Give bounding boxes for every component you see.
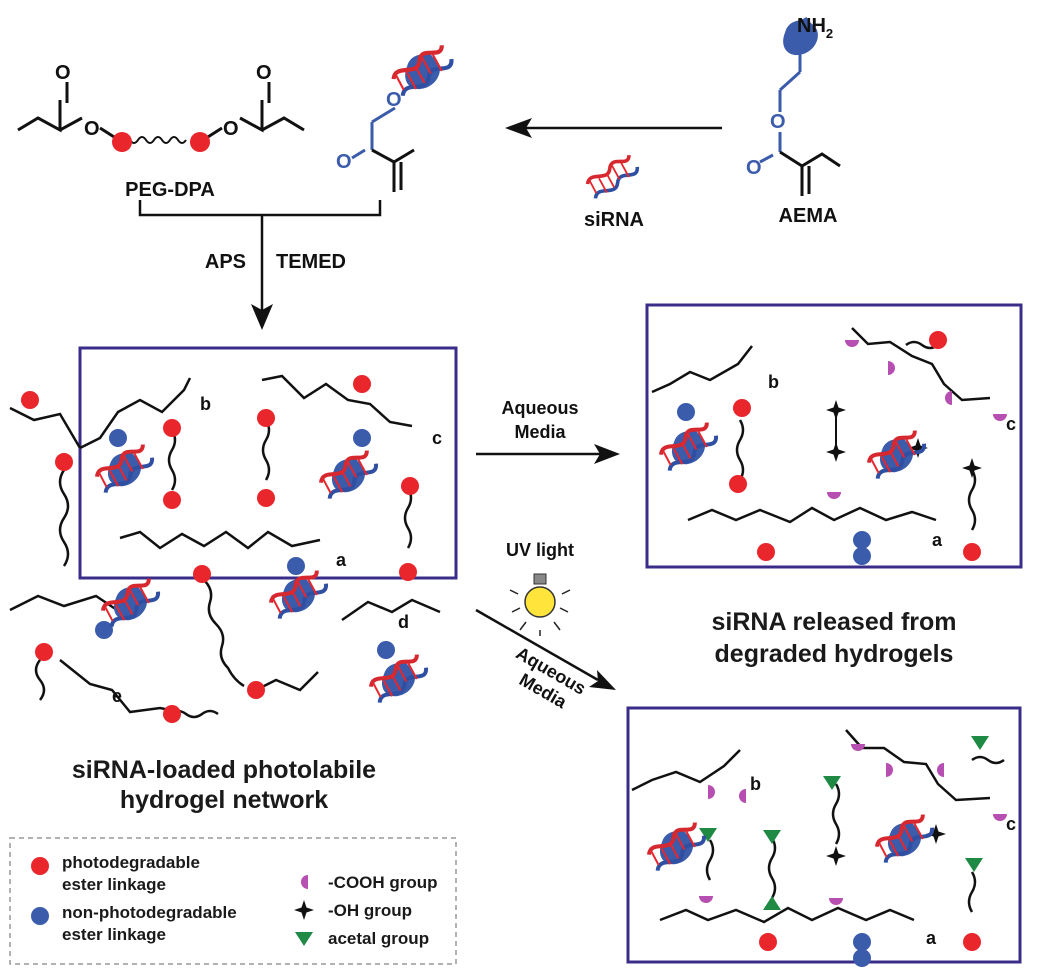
legend-box — [9, 837, 457, 965]
released-sirna-icon — [645, 820, 707, 874]
hydrolyzed-network — [651, 327, 991, 531]
acetal-triangle-icon — [295, 932, 313, 946]
arrow-head-icon — [589, 670, 616, 690]
segment-label-d: d — [398, 612, 409, 632]
segment-label-a: a — [336, 550, 347, 570]
photodegradable-linkage-marker — [112, 132, 132, 152]
segment-label-e: e — [112, 686, 122, 706]
sirna-icon — [582, 150, 642, 203]
peg-dpa-structure — [17, 82, 305, 144]
network-highlight-frame — [78, 346, 458, 580]
svg-text:acetal group: acetal group — [328, 929, 429, 948]
aema-structure — [759, 40, 802, 164]
sirna-cargo-icon — [367, 652, 429, 706]
legend-item-oh: -OH group — [294, 900, 412, 920]
loaded-network-caption-line1: siRNA-loaded photolabile — [72, 756, 376, 784]
segment-label-a: a — [926, 928, 937, 948]
uv-light-label: UV light — [506, 540, 574, 560]
svg-text:photodegradable: photodegradable — [62, 853, 200, 872]
released-caption-line1: siRNA released from — [712, 608, 957, 636]
released-sirna-icon — [873, 812, 935, 866]
aqueous-label-top: Aqueous — [501, 398, 578, 418]
released-sirna-icon — [657, 420, 719, 474]
photodegraded-gel-frame — [626, 706, 1022, 964]
peg-dpa-label: PEG-DPA — [125, 179, 215, 201]
loaded-network-caption-line2: hydrogel network — [120, 786, 328, 814]
legend-item-acetal: acetal group — [295, 929, 429, 948]
released-caption-line2: degraded hydrogels — [715, 640, 954, 668]
o-atom: O — [256, 62, 272, 84]
arrow-head-icon — [251, 304, 273, 330]
sirna-cargo-icon — [93, 442, 155, 496]
o-atom: O — [770, 111, 786, 133]
o-atom: O — [223, 118, 239, 140]
segment-label-a: a — [932, 530, 943, 550]
segment-label-c: c — [432, 428, 442, 448]
sirna-cargo-icon — [99, 576, 161, 630]
red-circle-icon — [31, 857, 49, 875]
sirna-label: siRNA — [584, 209, 644, 231]
svg-text:non-photodegradable: non-photodegradable — [62, 903, 237, 922]
photodegradable-linkage-marker — [190, 132, 210, 152]
segment-label-c: c — [1006, 414, 1016, 434]
o-atom: O — [746, 157, 762, 179]
network-linkage-markers-left — [21, 375, 419, 723]
blue-circle-icon — [31, 907, 49, 925]
legend-item-photodegradable: photodegradable ester linkage — [31, 853, 200, 894]
svg-text:-OH group: -OH group — [328, 901, 412, 920]
photodegraded-markers — [666, 736, 1007, 967]
o-atom: O — [55, 62, 71, 84]
cooh-half-disc-icon — [301, 875, 308, 889]
light-bulb-icon — [509, 573, 571, 636]
segment-label-c: c — [1006, 814, 1016, 834]
sirna-methacrylate-structure — [351, 106, 396, 160]
svg-text:-COOH group: -COOH group — [328, 873, 438, 892]
sirna-cargo-icon — [317, 448, 379, 502]
aps-label: APS — [205, 251, 246, 273]
legend-item-cooh: -COOH group — [301, 873, 438, 892]
arrow-head-icon — [594, 444, 620, 464]
oh-star-icon — [294, 900, 314, 920]
segment-label-b: b — [750, 774, 761, 794]
combine-bracket — [138, 200, 382, 217]
photodegraded-network — [631, 729, 1005, 924]
media-label-top: Media — [514, 422, 566, 442]
segment-label-b: b — [200, 394, 211, 414]
segment-label-b: b — [768, 372, 779, 392]
hydrolyzed-gel-frame — [645, 303, 1023, 569]
legend-item-non-photodegradable: non-photodegradable ester linkage — [31, 903, 237, 944]
aema-label: AEMA — [779, 205, 838, 227]
svg-text:ester linkage: ester linkage — [62, 875, 166, 894]
o-atom: O — [84, 118, 100, 140]
arrow-head-icon — [505, 118, 532, 138]
o-atom: O — [336, 151, 352, 173]
hydrogel-network-left — [9, 374, 441, 719]
o-atom: O — [386, 89, 402, 111]
svg-text:ester linkage: ester linkage — [62, 925, 166, 944]
temed-label: TEMED — [276, 251, 346, 273]
sirna-cargo-icon — [267, 568, 329, 622]
photolysis-arrow — [475, 608, 599, 682]
hydrolyzed-markers — [677, 331, 1007, 565]
nh2-group: NH2 — [797, 15, 833, 41]
